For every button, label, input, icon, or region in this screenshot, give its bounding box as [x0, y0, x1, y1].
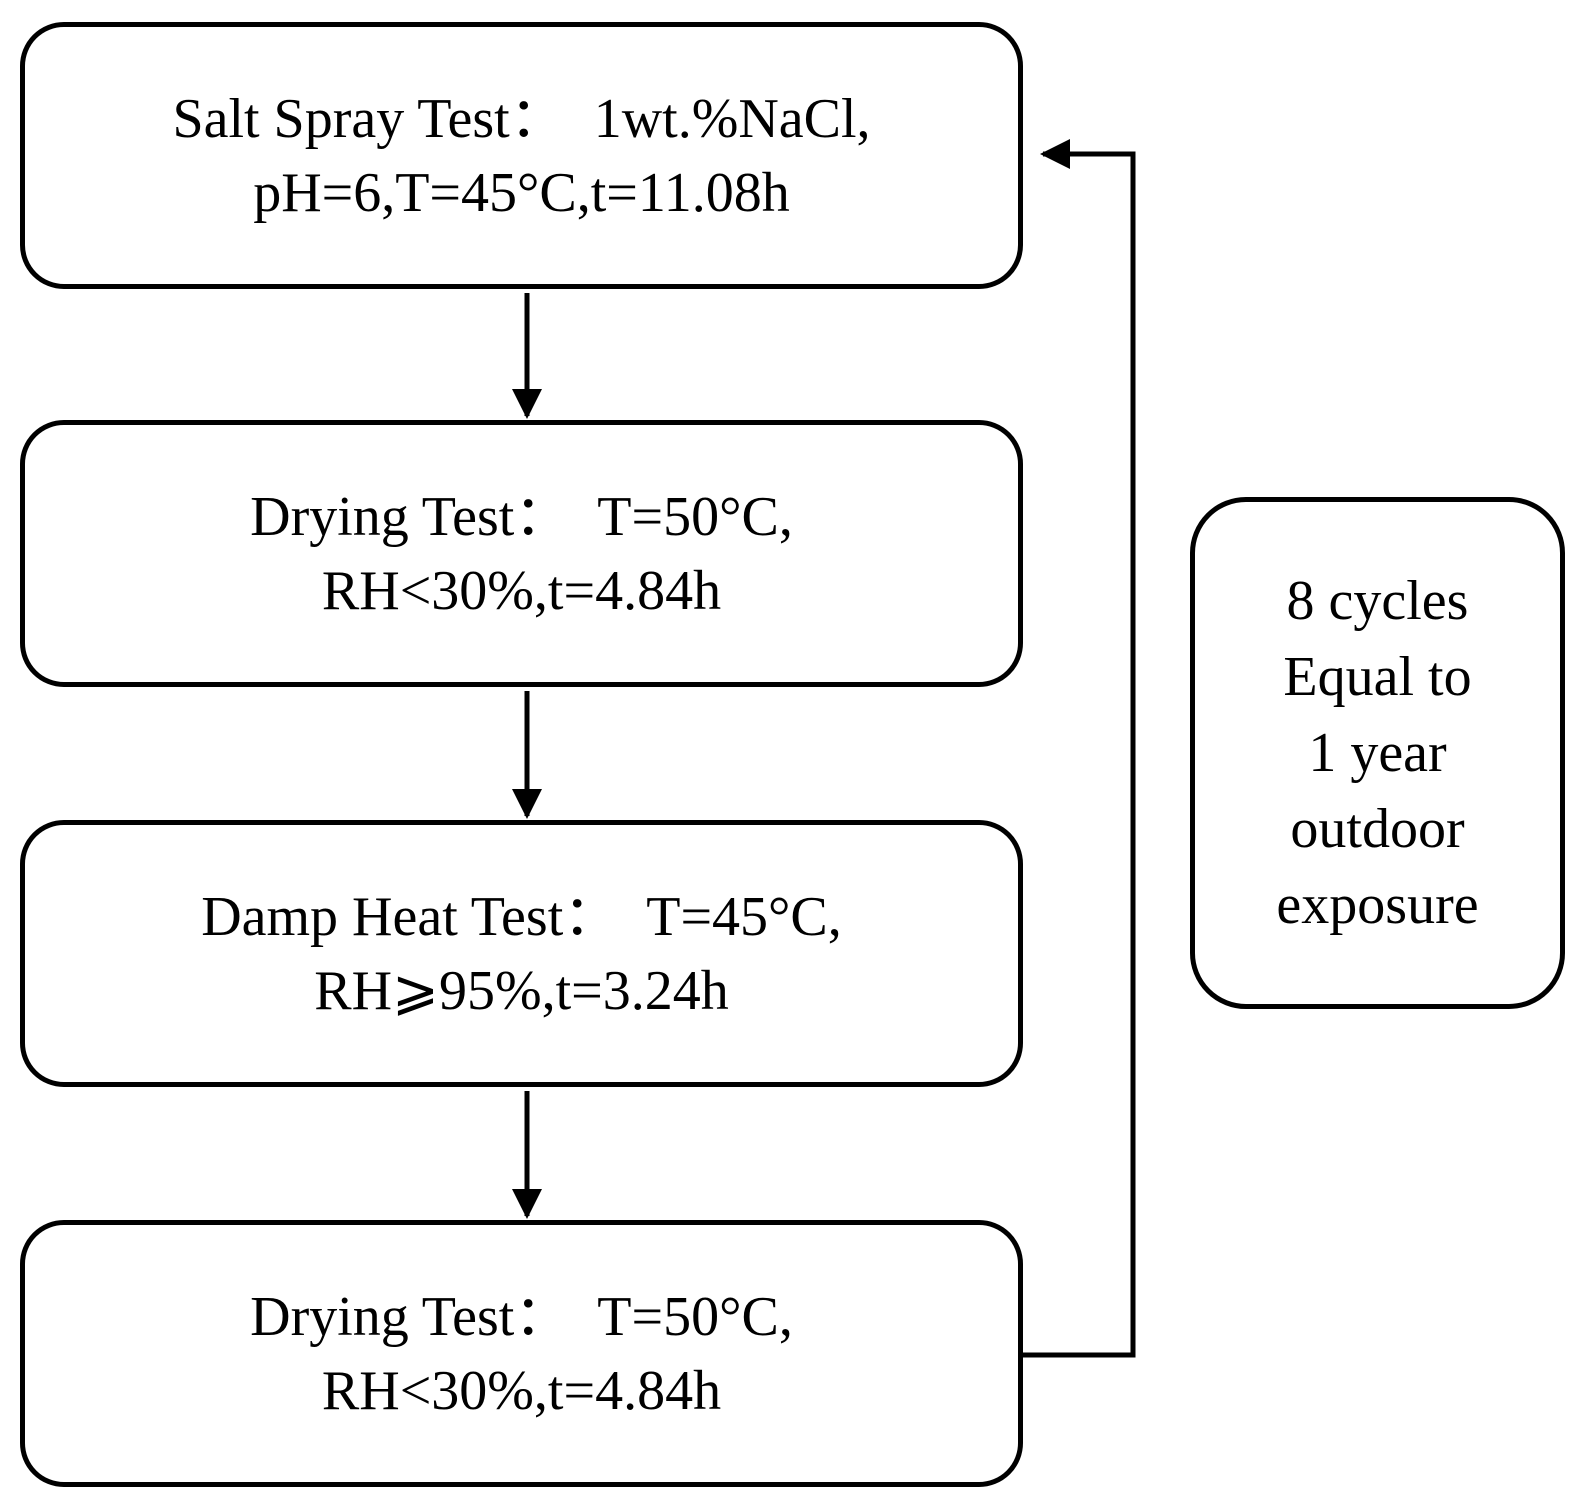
- note-line: 8 cycles: [1286, 570, 1469, 632]
- note-line: outdoor: [1290, 798, 1465, 860]
- drying-test-box-2: Drying Test： T=50°C, RH<30%,t=4.84h: [20, 1220, 1023, 1487]
- step-text-line2: RH⩾95%,t=3.24h: [314, 959, 729, 1022]
- step-text-line1: Salt Spray Test： 1wt.%NaCl,: [172, 87, 871, 150]
- drying-test-box-1: Drying Test： T=50°C, RH<30%,t=4.84h: [20, 420, 1023, 687]
- note-line: Equal to: [1283, 646, 1472, 708]
- step-text-line2: RH<30%,t=4.84h: [321, 559, 722, 622]
- loop-back-arrow: [1023, 139, 1136, 1358]
- step-text-line2: RH<30%,t=4.84h: [321, 1359, 722, 1422]
- step-text-line1: Damp Heat Test： T=45°C,: [201, 885, 842, 948]
- note-line: 1 year: [1308, 722, 1447, 784]
- note-line: exposure: [1276, 874, 1479, 936]
- cycle-note-box: 8 cycles Equal to 1 year outdoor exposur…: [1190, 497, 1565, 1009]
- step-text-line1: Drying Test： T=50°C,: [250, 1285, 793, 1348]
- step-text-line2: pH=6,T=45°C,t=11.08h: [253, 161, 790, 224]
- step-text-line1: Drying Test： T=50°C,: [250, 485, 793, 548]
- salt-spray-test-box: Salt Spray Test： 1wt.%NaCl, pH=6,T=45°C,…: [20, 22, 1023, 289]
- damp-heat-test-box: Damp Heat Test： T=45°C, RH⩾95%,t=3.24h: [20, 820, 1023, 1087]
